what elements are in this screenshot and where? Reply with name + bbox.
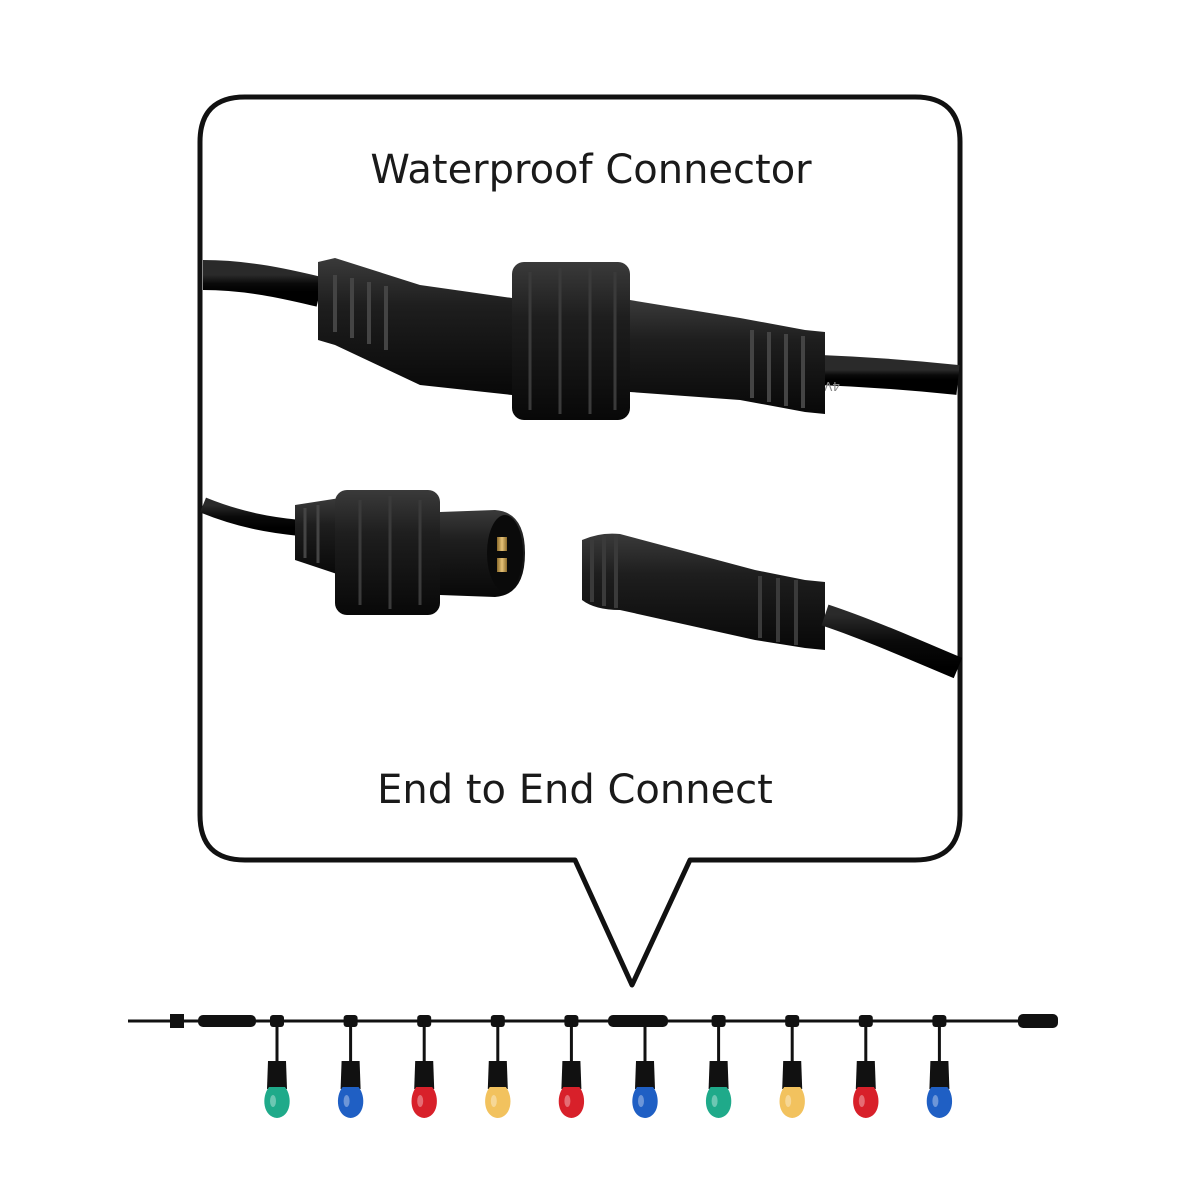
string-light-strand (128, 1014, 1058, 1118)
light-bulb (337, 1015, 364, 1118)
light-bulb (411, 1015, 437, 1118)
light-bulb (632, 1015, 658, 1118)
light-bulb (558, 1015, 585, 1118)
male-plug (199, 490, 525, 615)
connector-pin (497, 537, 507, 551)
light-bulb (926, 1015, 953, 1118)
female-socket (582, 533, 963, 679)
connector-pin (497, 558, 507, 572)
light-bulb (264, 1015, 290, 1118)
light-bulb (485, 1015, 511, 1118)
light-bulb (853, 1015, 879, 1118)
callout-title: Waterproof Connector (370, 147, 812, 193)
light-bulb (779, 1015, 805, 1118)
light-bulb (705, 1015, 732, 1118)
joined-connector: 4VDE mm² (202, 258, 960, 420)
callout-subtitle: End to End Connect (377, 767, 773, 813)
